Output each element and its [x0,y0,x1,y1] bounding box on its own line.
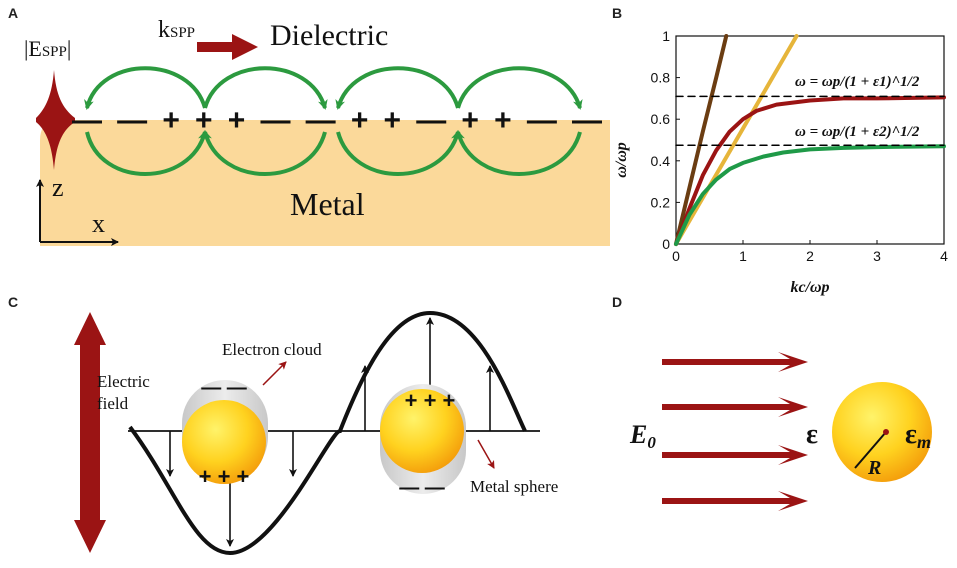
electron-cloud-label: Electron cloud [222,340,322,359]
field-label: |ESPP| [24,36,71,61]
e0-label: E0 [629,420,656,452]
field-arc [202,130,327,176]
y-tick-label: 0 [662,236,670,252]
incident-arrow [662,397,808,417]
x-tick-label: 0 [672,248,680,264]
panel-c-letter: C [8,294,18,310]
panel-b-letter: B [612,5,622,21]
electric-field-arrow [74,312,106,553]
metal-sphere-d [832,382,932,482]
field-lines [84,66,583,176]
panel-a-letter: A [8,5,18,21]
minus-charges-2: — — [399,477,445,499]
incident-arrow [662,352,808,372]
metal-sphere-1 [182,400,266,484]
electric-label: Electric [97,372,150,391]
x-axis-label: x [92,209,105,238]
x-tick-label: 1 [739,248,747,264]
field-arc [456,66,583,110]
y-tick-label: 1 [662,28,670,44]
panel-d: D E0 ε R εm [612,294,932,511]
eps-label: ε [806,419,818,450]
dispersion-curve [674,144,946,246]
dispersion-curve [674,95,946,246]
eq2-label: ω = ωp/(1 + ε2)^1/2 [795,124,920,140]
incident-arrow [662,491,808,511]
panel-b: B 0 1 2 3 4 0 0.2 0.4 0.6 0.8 1 ω = ωp/(1 + ε1)^1/… [612,5,948,296]
radius-line [854,431,887,469]
field-arc [84,66,207,110]
y-tick-label: 0.2 [651,194,671,210]
incident-arrow [662,445,808,465]
y-tick-label: 0.8 [651,70,671,86]
panel-d-letter: D [612,294,622,310]
sphere-center-dot [883,429,889,435]
metal-sphere-pointer [477,439,495,469]
chart-frame [675,35,945,245]
wave-curve [128,310,527,556]
dispersion-curve [674,34,729,246]
y-tick-label: 0.4 [651,153,671,169]
panel-a: A |ESPP| kSPP Dielectric Metal z x — — +… [8,5,610,246]
minus-charges-1: — — [201,377,247,399]
field-arc [85,130,208,176]
plus-charges-1: + + + [199,464,250,489]
field-arc [336,130,461,176]
dispersion-curve [674,34,799,246]
k-label: kSPP [158,17,195,43]
eq1-label: ω = ωp/(1 + ε1)^1/2 [795,74,920,90]
field-decay-shape [36,70,75,170]
field-arc [455,130,582,176]
eps-m-label: εm [905,419,931,452]
metal-sphere-label: Metal sphere [470,477,558,496]
metal-label: Metal [290,186,365,222]
field-arc [335,66,460,110]
metal-slab [40,120,610,246]
z-axis-label: z [52,173,64,202]
electron-cloud-pointer [262,361,287,386]
y-axis-title: ω/ωp [613,142,630,178]
field-label-c: field [97,394,129,413]
plus-charges-2: + + + [405,388,456,413]
x-axis-title: kc/ωp [790,279,829,296]
k-arrow [197,34,258,60]
radius-label: R [867,457,881,479]
x-tick-label: 3 [873,248,881,264]
panel-c: C Electric field — — + + + + + + — — [8,294,558,556]
x-tick-label: 4 [940,248,948,264]
incident-field-arrows [662,352,808,511]
metal-sphere-2 [380,389,464,473]
field-arc [203,66,328,110]
y-tick-label: 0.6 [651,111,671,127]
x-tick-label: 2 [806,248,814,264]
dispersion-chart: 0 1 2 3 4 0 0.2 0.4 0.6 0.8 1 [651,28,949,264]
dielectric-label: Dielectric [270,19,388,52]
